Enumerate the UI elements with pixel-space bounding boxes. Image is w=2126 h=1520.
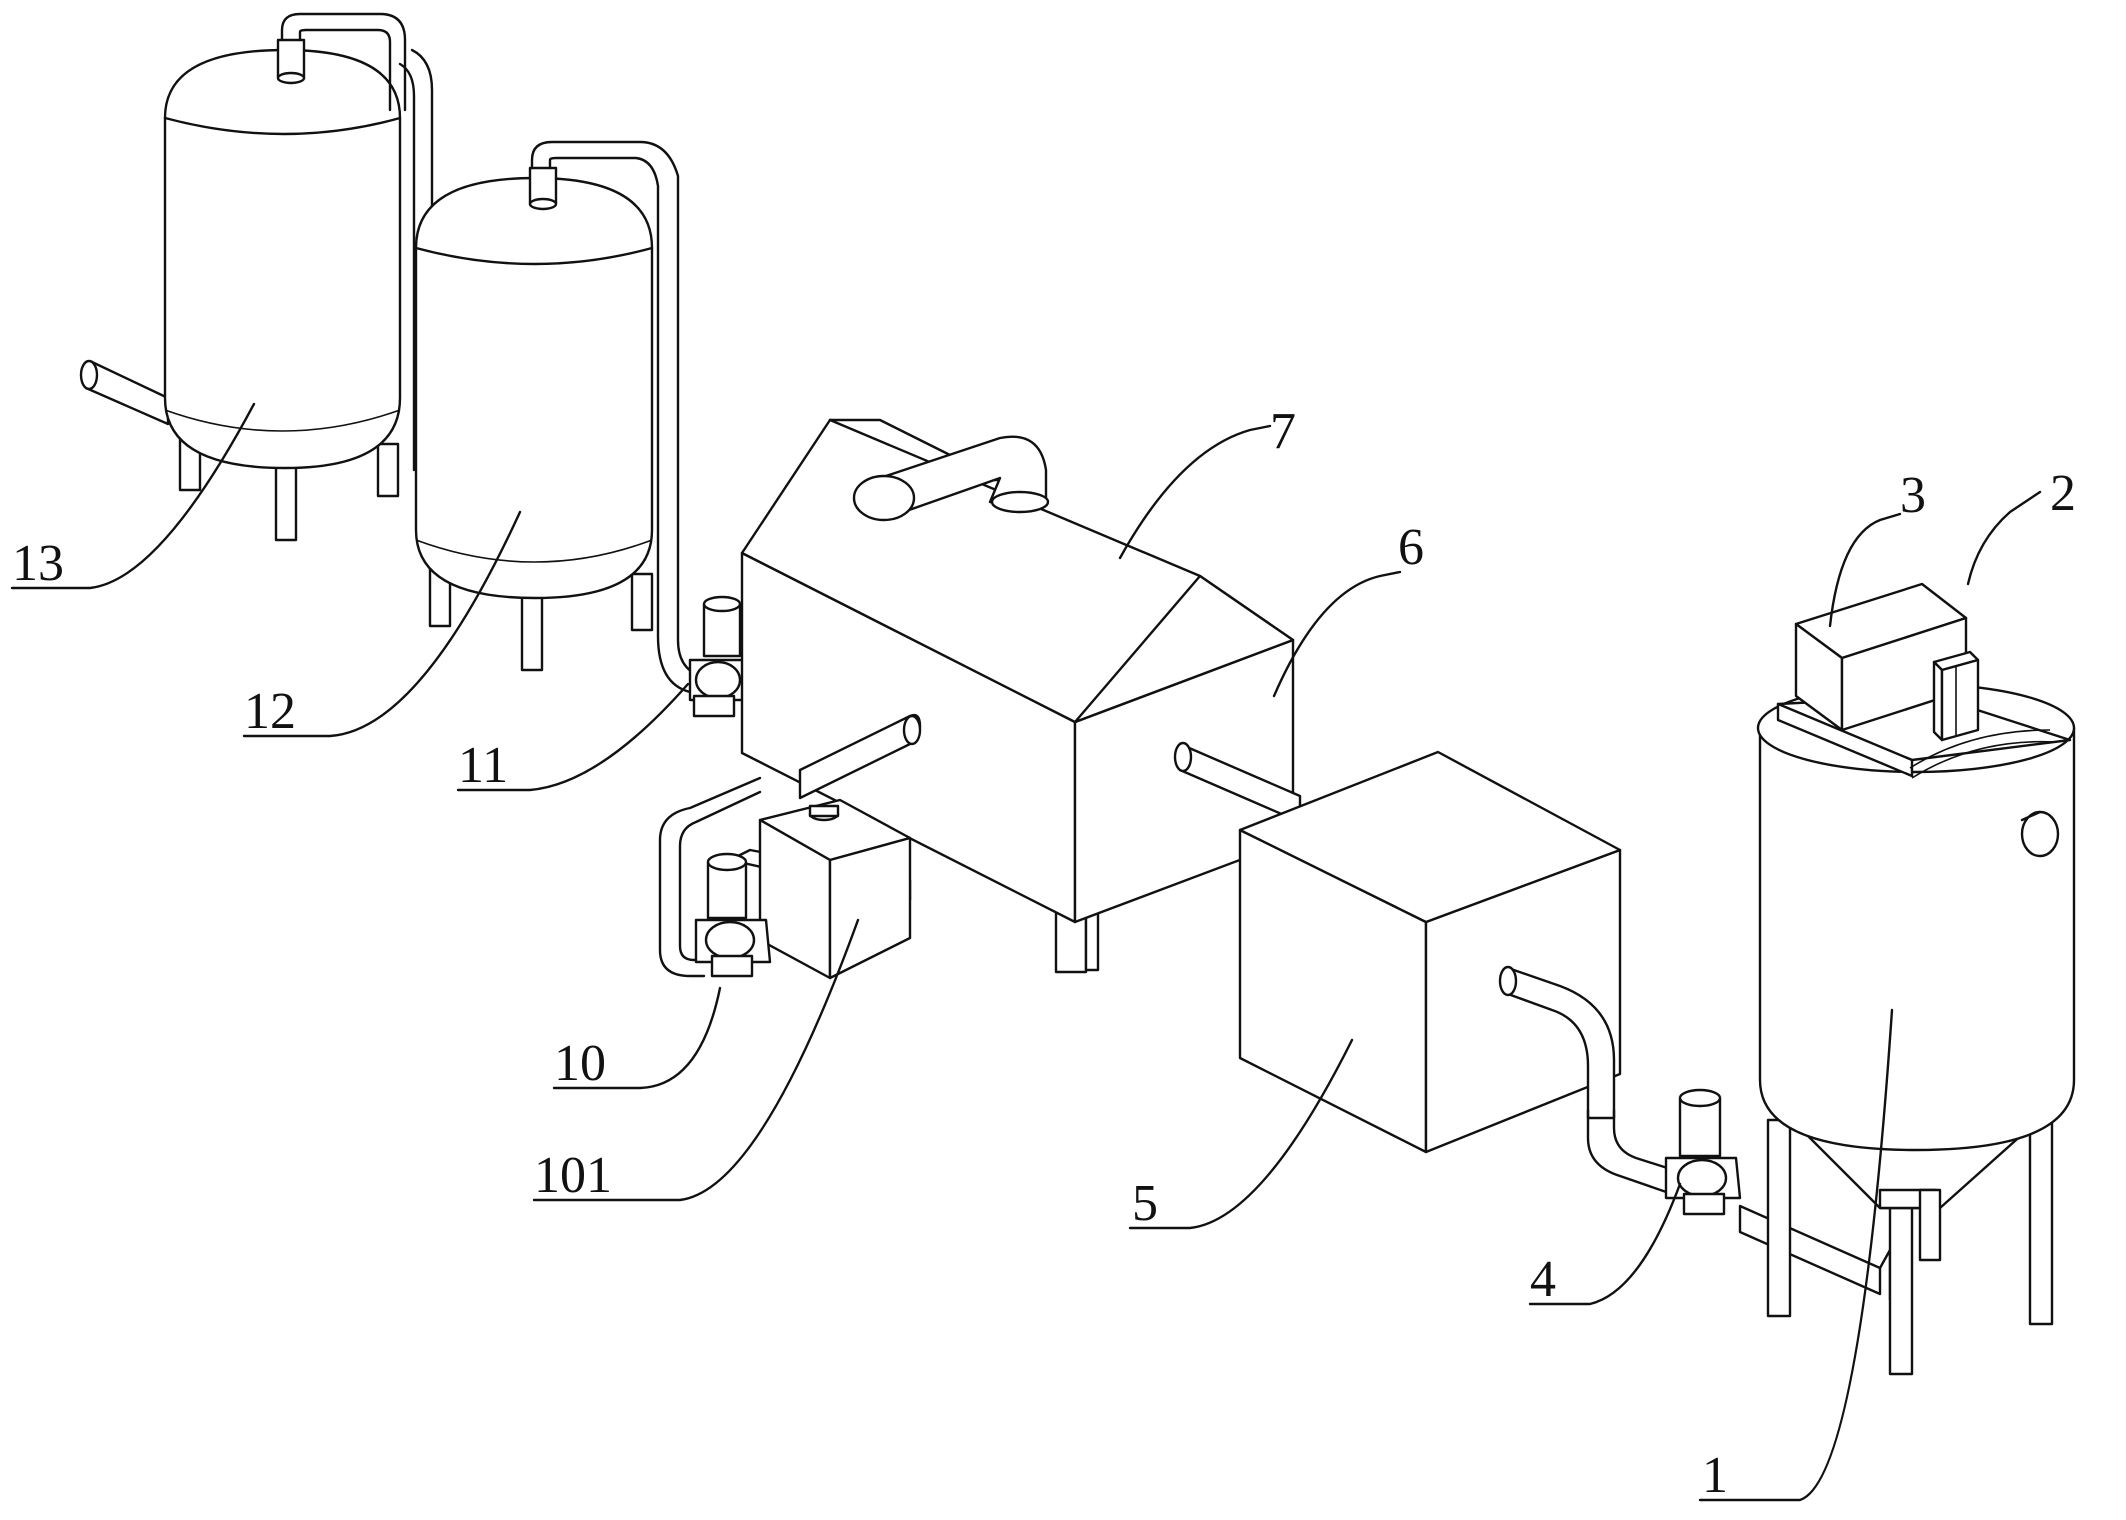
leader-10 (552, 986, 722, 1090)
label-101: 101 (534, 1147, 612, 1204)
label-11: 11 (458, 737, 508, 794)
leader-3 (1828, 512, 1902, 628)
pump-4 (1664, 1088, 1742, 1216)
motor-3 (1794, 582, 1968, 732)
leader-1 (1698, 1008, 1894, 1502)
tank-13 (79, 38, 402, 542)
callout-labels: 1 2 3 4 5 6 7 10 101 11 12 13 (12, 403, 2076, 1504)
label-13: 13 (12, 535, 64, 592)
label-2: 2 (2050, 465, 2076, 522)
tank-1 (1756, 682, 2076, 1376)
label-7: 7 (1270, 403, 1296, 460)
label-3: 3 (1900, 467, 1926, 524)
leader-4 (1528, 1182, 1682, 1306)
label-5: 5 (1132, 1175, 1158, 1232)
label-4: 4 (1530, 1251, 1556, 1308)
label-10: 10 (554, 1035, 606, 1092)
leader-6 (1272, 570, 1402, 698)
label-1: 1 (1702, 1447, 1728, 1504)
pipe-to-pump-10 (658, 776, 762, 978)
leader-5 (1128, 1038, 1354, 1230)
tank-12 (414, 166, 654, 672)
leader-12 (242, 510, 522, 738)
machine-6-7 (740, 418, 1302, 974)
leader-lines (10, 402, 2042, 1502)
leader-2 (1966, 490, 2042, 586)
box-5 (1238, 750, 1622, 1154)
leader-11 (456, 682, 690, 792)
label-12: 12 (244, 683, 296, 740)
pipe-12-to-11 (530, 140, 702, 694)
pipe-13-to-12 (280, 12, 434, 472)
component-2 (1932, 650, 1980, 742)
pump-10 (694, 852, 772, 978)
leader-13 (10, 402, 256, 590)
leader-7 (1118, 424, 1272, 560)
label-6: 6 (1398, 519, 1424, 576)
leader-101 (532, 918, 860, 1202)
